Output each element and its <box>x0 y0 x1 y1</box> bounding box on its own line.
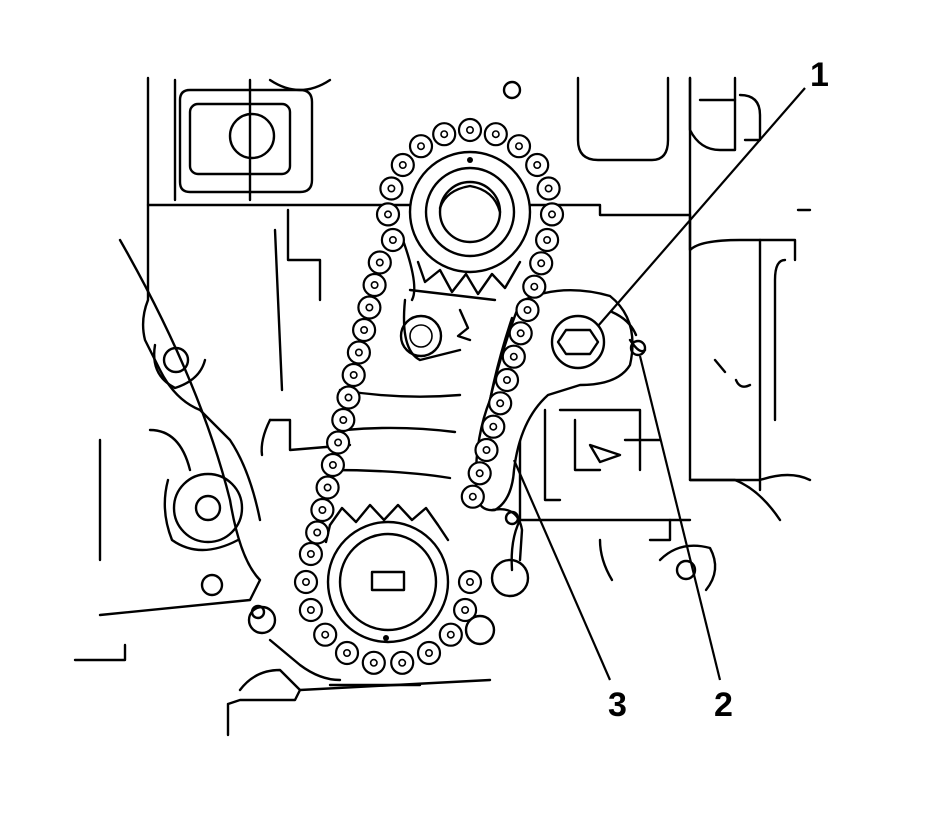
callout-2-leader <box>638 355 722 681</box>
callout-2-label: 2 <box>714 686 733 724</box>
chain-pin <box>387 184 396 193</box>
chain-pin <box>313 528 322 537</box>
chain-pin <box>398 161 407 170</box>
chain-pin <box>388 236 397 245</box>
chain-pin <box>370 280 379 289</box>
chain-pin <box>465 577 474 586</box>
chain-pin <box>465 126 474 135</box>
chain-pin <box>321 630 330 639</box>
chain-pin <box>509 352 518 361</box>
chain-pin <box>323 483 332 492</box>
chain-pin <box>475 469 484 478</box>
chain-pin <box>491 130 500 139</box>
chain-pin <box>349 370 358 379</box>
chain-pin <box>342 648 351 657</box>
chain-pin <box>398 658 407 667</box>
crankshaft-sprocket <box>324 503 450 644</box>
chain-pin <box>344 393 353 402</box>
chain-pin <box>301 577 310 586</box>
chain-pin <box>318 505 327 514</box>
chain-pin <box>328 460 337 469</box>
chain-pin <box>461 605 470 614</box>
tensioner-spring-pin <box>610 310 647 357</box>
chain-pin <box>516 329 525 338</box>
engine-block <box>73 76 812 737</box>
callout-1-leader <box>597 87 806 327</box>
chain-pin <box>537 259 546 268</box>
chain-pin <box>523 305 532 314</box>
chain-pin <box>375 258 384 267</box>
callout-3-leader <box>512 459 612 681</box>
chain-pin <box>369 658 378 667</box>
callout-1-label: 1 <box>810 56 829 94</box>
chain-pin <box>530 282 539 291</box>
chain-pin <box>365 303 374 312</box>
chain-pin <box>306 605 315 614</box>
timing-chain <box>293 117 565 675</box>
chain-pin <box>383 210 392 219</box>
chain-pin <box>334 438 343 447</box>
chain-pin <box>360 325 369 334</box>
chain-pin <box>544 184 553 193</box>
chain-pin <box>424 648 433 657</box>
chain-pin <box>482 445 491 454</box>
chain-pin <box>446 630 455 639</box>
callout-3-label: 3 <box>608 686 627 724</box>
chain-pin <box>543 236 552 245</box>
chain-pin <box>502 375 511 384</box>
chain-pin <box>489 422 498 431</box>
chain-pin <box>440 130 449 139</box>
chain-pin <box>339 415 348 424</box>
tensioner-bolt <box>550 314 606 370</box>
camshaft-sprocket <box>408 150 532 296</box>
chain-pin <box>514 142 523 151</box>
chain-pin <box>496 399 505 408</box>
chain-pin <box>416 142 425 151</box>
lower-bosses <box>464 508 530 646</box>
chain-pin <box>354 348 363 357</box>
chain-pin <box>533 161 542 170</box>
chain-pin <box>306 549 315 558</box>
chain-pin <box>547 210 556 219</box>
chain-pin <box>468 492 477 501</box>
